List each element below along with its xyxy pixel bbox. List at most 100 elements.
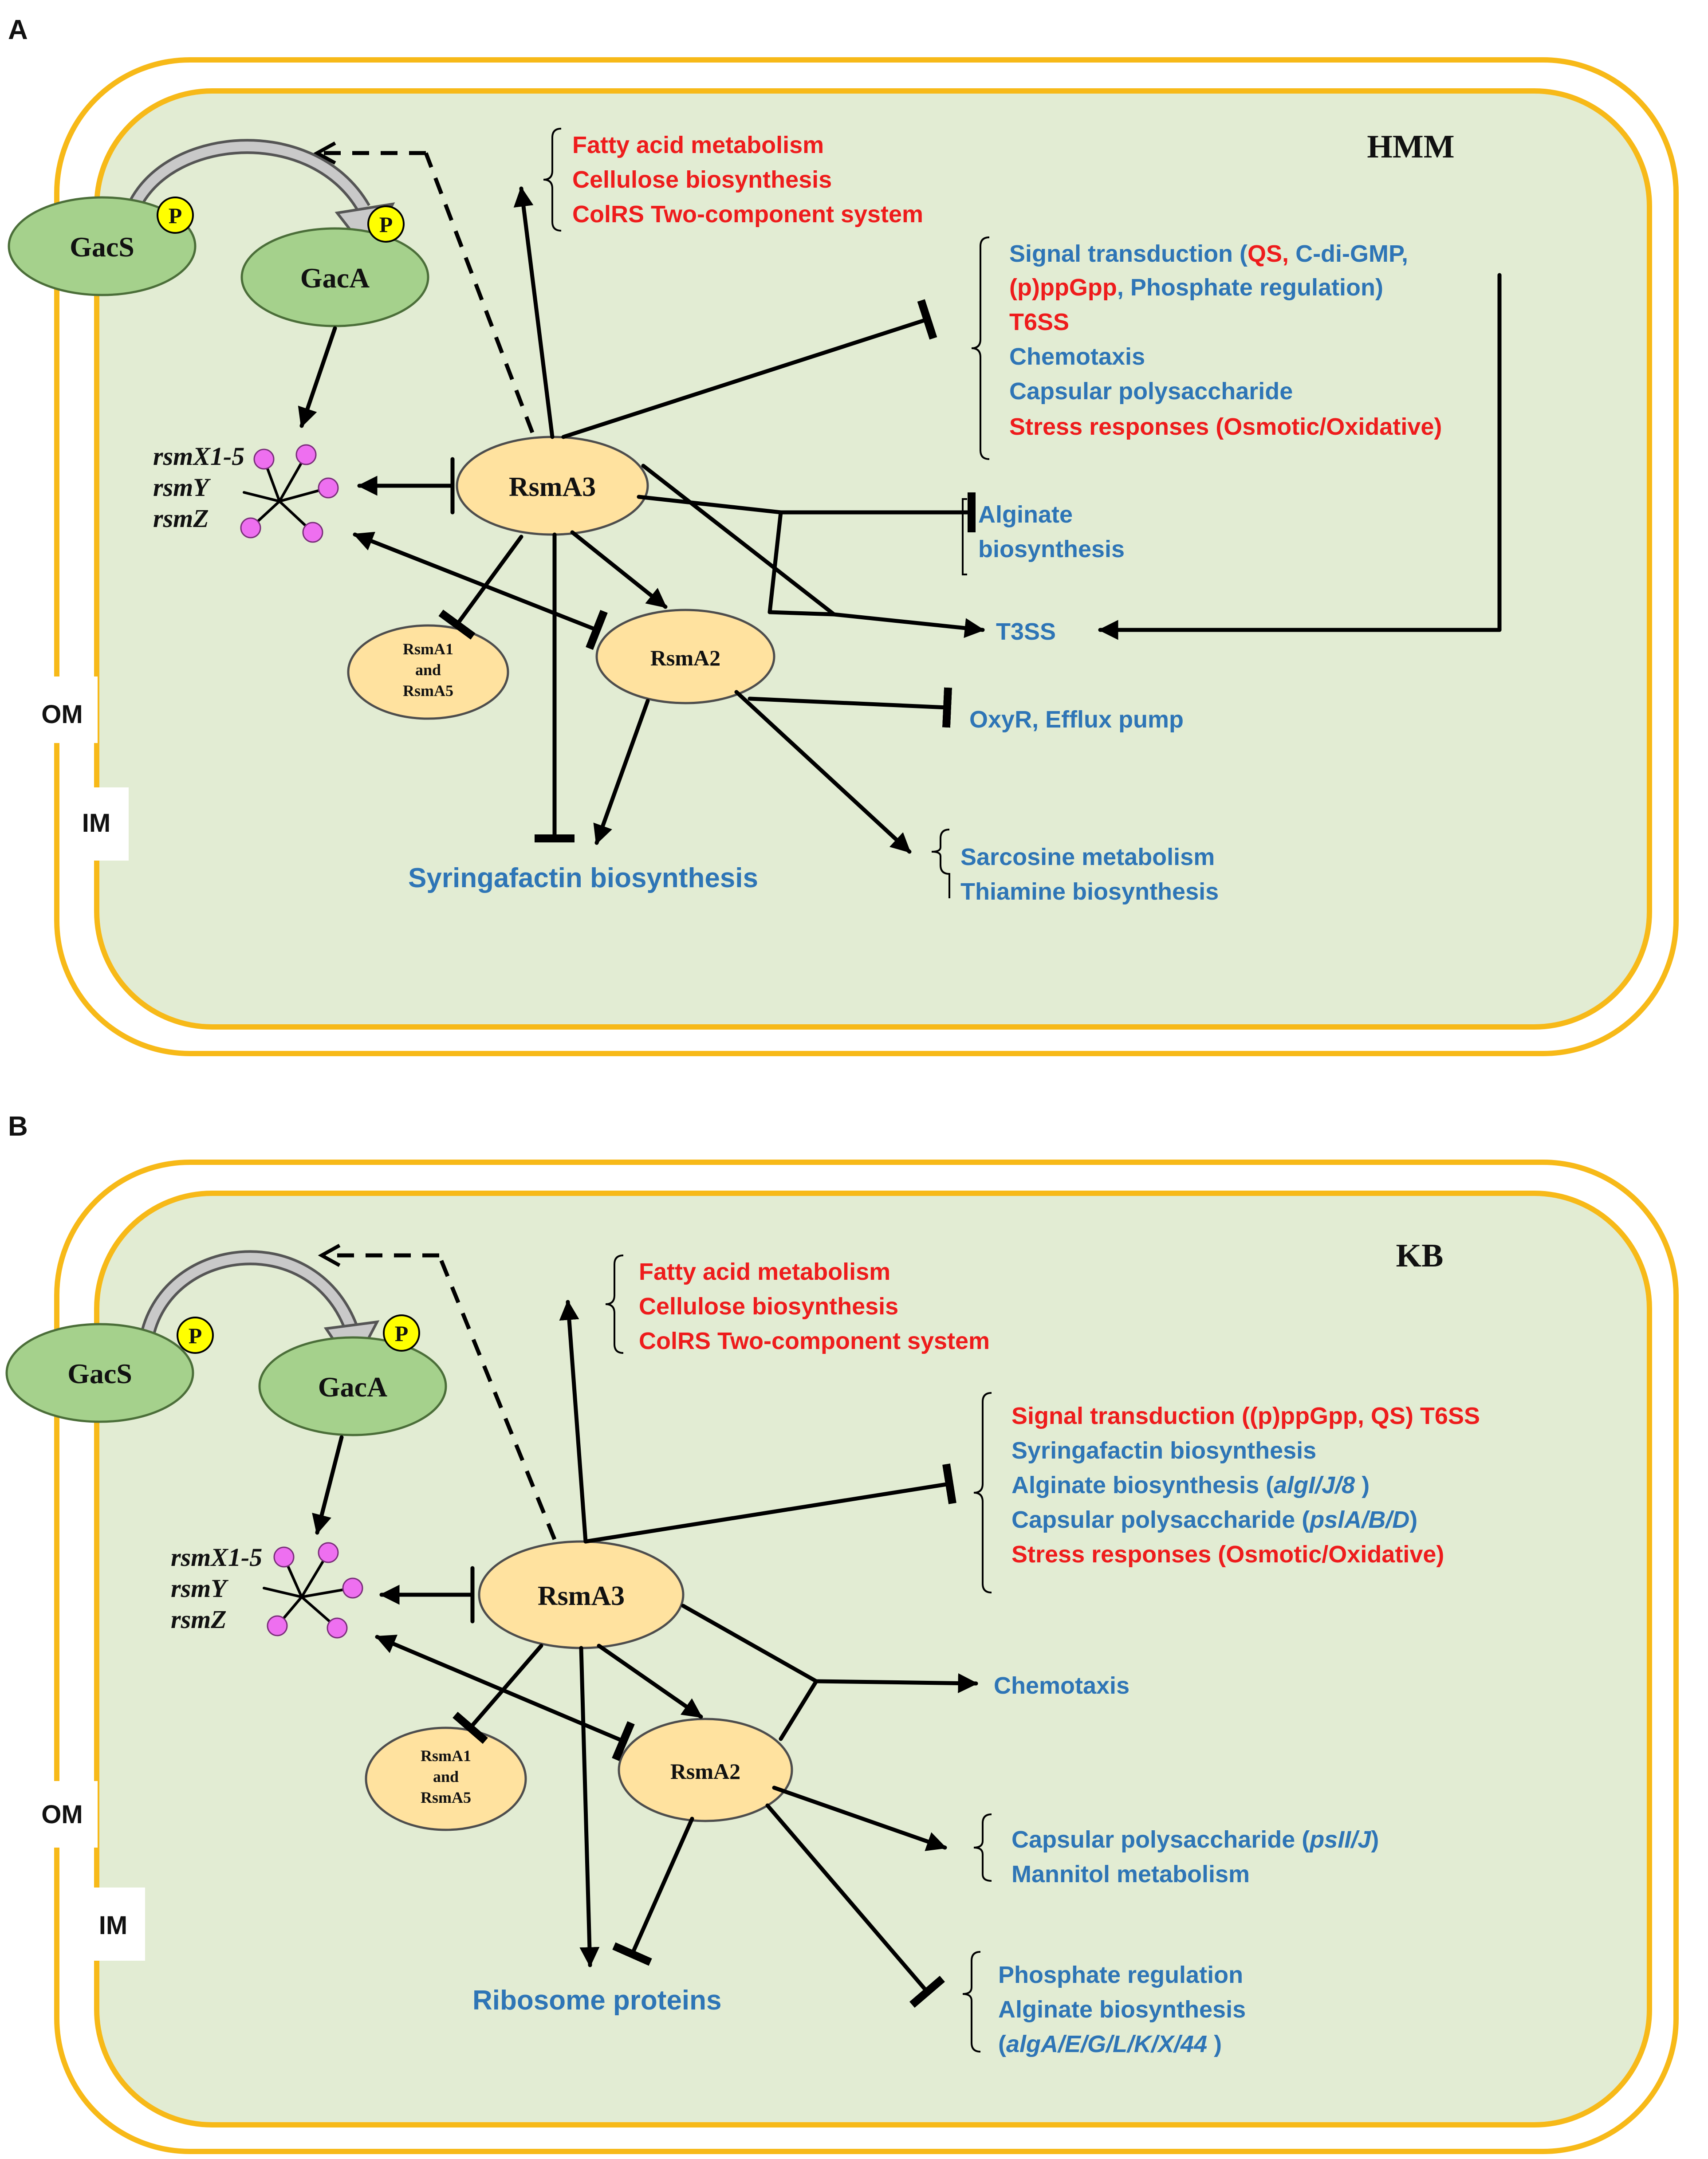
- rsma2-to-syringafactin-a: [593, 699, 650, 845]
- top-group-line3-a: ColRS Two-component system: [572, 201, 923, 228]
- alginate-line1-a: Alginate: [978, 501, 1073, 528]
- rsma2-label-b: RsmA2: [670, 1759, 740, 1784]
- rsma2-repress-phosphate-b: [765, 1803, 945, 2008]
- svg-text:P: P: [169, 203, 182, 228]
- activate-t3ss-a: [832, 612, 985, 638]
- srna-rsma2-interaction-a: [353, 531, 608, 650]
- gacs-node-b: [5, 1323, 194, 1423]
- svg-text:and: and: [415, 661, 441, 679]
- thiamine-label-a: Thiamine biosynthesis: [960, 878, 1219, 905]
- om-label-bg-b: [27, 1781, 98, 1848]
- gacs-node-a: [8, 196, 197, 296]
- phosphate-line1-b: Phosphate regulation: [998, 1962, 1243, 1988]
- inner-membrane-b: [94, 1191, 1652, 2128]
- rsma2-to-sarcosine-a: [734, 690, 912, 854]
- rsma2-node-a: [595, 609, 775, 704]
- rsma3-repress-group-a: [561, 299, 937, 439]
- phosphate-circle-gaca-a: [367, 205, 405, 243]
- rsma2-node-b: [618, 1718, 793, 1822]
- capsular-line1-b: Capsular polysaccharide (psII/J): [1011, 1826, 1379, 1853]
- repress-group-line5-b: Stress responses (Osmotic/Oxidative): [1011, 1541, 1444, 1568]
- top-group-line2-b: Cellulose biosynthesis: [639, 1293, 898, 1320]
- rsma3-to-top-group-arrow-a: [513, 186, 555, 439]
- repress-group-line1-a: Signal transduction (QS, C-di-GMP,: [1009, 240, 1408, 267]
- panel-a: A OM IM HMM GacS P GacA P: [8, 15, 1679, 1056]
- rsma3-to-top-group-arrow-b: [559, 1300, 588, 1544]
- srna-label-rsmz-a: rsmZ: [153, 504, 209, 533]
- rsma2-to-capsular-arrow-b: [772, 1785, 947, 1851]
- t3ss-label-a: T3SS: [996, 618, 1056, 645]
- repress-group-line4-a: Chemotaxis: [1009, 343, 1145, 370]
- srna-label-rsmx-a: rsmX1-5: [153, 442, 244, 471]
- repress-group-line3-b: Alginate biosynthesis (algI/J/8 ): [1011, 1472, 1370, 1498]
- brace-sarcosine-a: [931, 829, 950, 898]
- im-label-a: IM: [82, 809, 110, 838]
- repress-group-line6-a: Stress responses (Osmotic/Oxidative): [1009, 413, 1442, 440]
- srna-label-rsmy-a: rsmY: [153, 473, 211, 502]
- srna-rsma2-interaction-b: [375, 1635, 635, 1761]
- rsma3-label-a: RsmA3: [509, 472, 596, 502]
- brace-top-group-b: [605, 1255, 624, 1354]
- capsular-line2-b: Mannitol metabolism: [1011, 1861, 1250, 1888]
- gaca-to-srna-arrow-a: [298, 326, 337, 428]
- phosphate-circle-gaca-b: [383, 1314, 420, 1352]
- repress-group-line4-b: Capsular polysaccharide (pslA/B/D): [1011, 1506, 1417, 1533]
- phosphate-circle-gacs-a: [157, 197, 194, 234]
- condition-label-kb: KB: [1396, 1238, 1444, 1274]
- brace-repress-group-a: [971, 236, 990, 460]
- rsma2-repress-ribosome-b: [612, 1817, 694, 1966]
- repress-group-line3-a: T6SS: [1009, 309, 1069, 335]
- om-label-b: OM: [41, 1800, 83, 1829]
- chemotaxis-label-b: Chemotaxis: [994, 1672, 1129, 1699]
- activate-chemotaxis-b: [814, 1673, 978, 1693]
- gaca-label-a: GacA: [300, 262, 370, 294]
- om-label-a: OM: [41, 700, 83, 729]
- repress-group-line1-b: Signal transduction ((p)ppGpp, QS) T6SS: [1011, 1403, 1480, 1429]
- sarcosine-label-a: Sarcosine metabolism: [960, 844, 1215, 870]
- om-label-bg-a: [27, 676, 98, 743]
- top-group-line1-b: Fatty acid metabolism: [639, 1258, 890, 1285]
- svg-text:RsmA1: RsmA1: [403, 640, 453, 658]
- phosphate-line3-b: (algA/E/G/L/K/X/44 ): [998, 2031, 1222, 2057]
- svg-text:P: P: [379, 212, 393, 237]
- srna-cluster-a: [240, 444, 339, 543]
- dashed-feedback-a: [424, 152, 535, 433]
- im-label-bg-b: [81, 1888, 145, 1961]
- gacs-label-a: GacS: [70, 231, 134, 263]
- svg-text:RsmA1: RsmA1: [421, 1747, 471, 1765]
- srna-label-rsmx-b: rsmX1-5: [171, 1543, 262, 1572]
- gaca-node-a: [240, 227, 429, 327]
- srna-label-rsmy-b: rsmY: [171, 1574, 228, 1603]
- brace-capsular-b: [973, 1813, 992, 1882]
- repress-group-line2-a: (p)ppGpp, Phosphate regulation): [1009, 274, 1383, 301]
- im-label-b: IM: [99, 1911, 127, 1940]
- gaca-label-b: GacA: [318, 1371, 387, 1403]
- svg-text:P: P: [395, 1321, 409, 1346]
- srna-cluster-b: [263, 1542, 363, 1639]
- top-group-line1-a: Fatty acid metabolism: [572, 132, 824, 158]
- brace-phosphate-b: [962, 1951, 981, 2053]
- inner-membrane-a: [94, 88, 1652, 1030]
- gaca-node-b: [258, 1336, 447, 1436]
- svg-text:RsmA5: RsmA5: [421, 1789, 471, 1806]
- ribosome-label-b: Ribosome proteins: [472, 1985, 722, 2016]
- phosphate-circle-gacs-b: [177, 1317, 214, 1354]
- rsma3-repress-group-b: [583, 1463, 956, 1544]
- rsma2-label-a: RsmA2: [650, 645, 720, 670]
- panel-letter-b: B: [8, 1111, 28, 1142]
- top-group-line3-b: ColRS Two-component system: [639, 1328, 990, 1354]
- brace-repress-group-b: [973, 1392, 992, 1593]
- condition-label-hmm: HMM: [1367, 129, 1454, 165]
- dashed-feedback-b: [437, 1255, 557, 1540]
- syringafactin-label-a: Syringafactin biosynthesis: [408, 863, 758, 893]
- brace-top-group-a: [543, 128, 562, 232]
- oxyr-efflux-label-a: OxyR, Efflux pump: [969, 706, 1184, 733]
- im-label-bg-a: [64, 787, 129, 861]
- gaca-to-srna-arrow-b: [312, 1435, 344, 1535]
- gacs-label-b: GacS: [67, 1358, 132, 1389]
- phosphate-line2-b: Alginate biosynthesis: [998, 1996, 1246, 2023]
- svg-text:P: P: [189, 1323, 202, 1348]
- svg-text:and: and: [433, 1768, 459, 1785]
- top-group-line2-a: Cellulose biosynthesis: [572, 166, 832, 193]
